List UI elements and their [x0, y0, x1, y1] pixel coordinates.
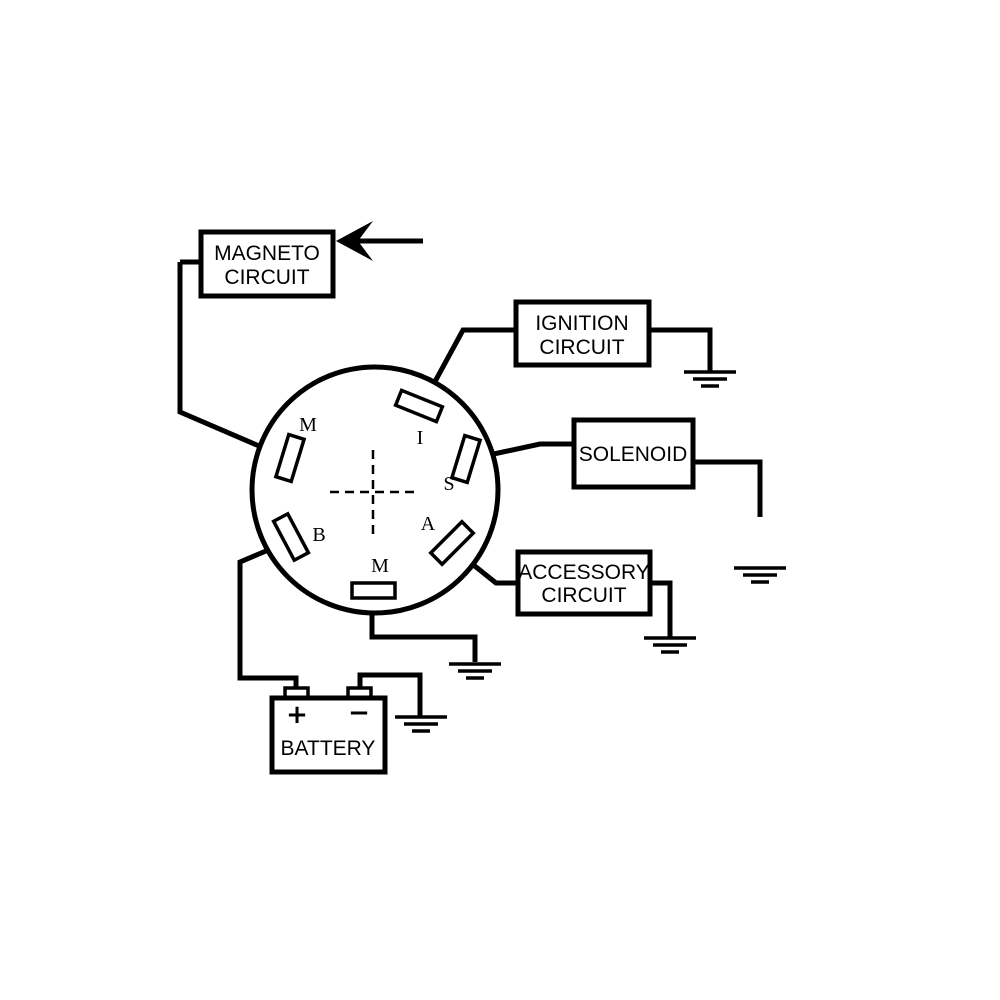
arrow-icon — [336, 221, 423, 261]
terminal-label-m-lower: M — [371, 555, 389, 577]
wire-magneto — [177, 262, 281, 458]
terminal-i — [393, 388, 445, 424]
battery-negative-sign: − — [348, 698, 370, 728]
ground-icon — [644, 636, 696, 654]
terminal-label-a: A — [421, 513, 436, 535]
wire-battery-negative — [357, 672, 423, 716]
ground-icon — [395, 715, 447, 733]
terminal-m-lower — [350, 581, 397, 600]
terminal-a — [428, 519, 476, 567]
wire-battery-positive — [237, 542, 299, 688]
wire-solenoid-out — [693, 459, 763, 517]
terminal-label-m-upper: M — [299, 414, 317, 436]
ground-icon — [734, 566, 786, 584]
battery-box: + − BATTERY — [269, 686, 388, 775]
accessory-label-line2: CIRCUIT — [541, 584, 626, 607]
terminal-label-s: S — [443, 473, 454, 495]
terminal-b — [271, 511, 311, 563]
magneto-label-line1: MAGNETO — [214, 242, 320, 265]
switch-body: M I S A B M — [249, 364, 501, 616]
terminal-label-i: I — [417, 427, 424, 449]
accessory-circuit-box: ACCESSORY CIRCUIT — [515, 549, 653, 617]
terminal-s — [449, 433, 483, 485]
ignition-label-line2: CIRCUIT — [539, 336, 624, 359]
ground-icon — [449, 662, 501, 680]
ground-icon — [684, 370, 736, 388]
wires — [177, 259, 763, 716]
solenoid-box: SOLENOID — [571, 417, 696, 490]
battery-positive-sign: + — [286, 700, 308, 730]
wire-ignition — [422, 327, 516, 402]
accessory-label-line1: ACCESSORY — [518, 561, 650, 584]
terminal-label-b: B — [312, 524, 325, 546]
wire-m-ground — [369, 598, 478, 662]
wire-accessory-ground — [650, 580, 673, 637]
battery-label: BATTERY — [281, 737, 376, 760]
solenoid-label: SOLENOID — [579, 443, 688, 466]
terminal-m-upper — [273, 432, 307, 484]
ignition-label-line1: IGNITION — [535, 312, 628, 335]
ignition-circuit-box: IGNITION CIRCUIT — [513, 299, 652, 368]
magneto-label-line2: CIRCUIT — [224, 266, 309, 289]
magneto-circuit-box: MAGNETO CIRCUIT — [198, 229, 336, 299]
wire-solenoid — [474, 441, 574, 461]
wire-ignition-ground — [649, 327, 713, 372]
